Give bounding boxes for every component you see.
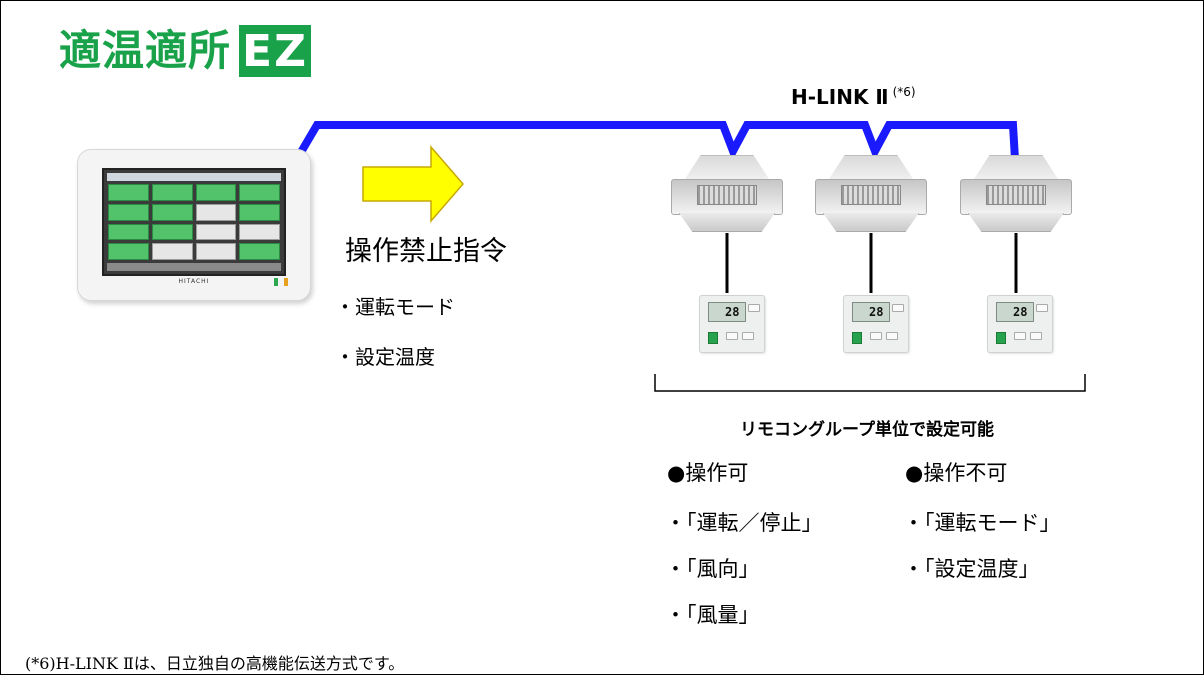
remote-temperature: 28 bbox=[869, 305, 884, 319]
product-logo: 適温適所 EZ bbox=[59, 21, 312, 81]
remote-controller: 28 bbox=[699, 295, 765, 353]
allowed-item-run-stop: ・「運転／停止」 bbox=[665, 511, 823, 535]
footnote: (*6)H-LINK Ⅱは、日立独自の高機能伝送方式です。 bbox=[25, 654, 405, 673]
indoor-unit bbox=[958, 155, 1074, 233]
allowed-item-direction: ・「風向」 bbox=[665, 557, 760, 581]
prohibited-heading: ●操作不可 bbox=[905, 461, 1008, 485]
group-bracket bbox=[654, 374, 1086, 392]
remote-controller: 28 bbox=[987, 295, 1053, 353]
indoor-unit bbox=[669, 155, 785, 233]
command-item-mode: ・運転モード bbox=[335, 295, 455, 319]
command-title: 操作禁止指令 bbox=[345, 236, 507, 267]
command-item-temperature: ・設定温度 bbox=[335, 345, 435, 369]
h-link-bus-line bbox=[293, 121, 1019, 162]
controller-leds bbox=[274, 278, 288, 286]
logo-badge: EZ bbox=[239, 25, 312, 77]
network-label: H-LINK Ⅱ(*6) bbox=[791, 85, 916, 109]
controller-screen bbox=[102, 168, 286, 276]
controller-tile-grid bbox=[108, 184, 280, 260]
remote-controller: 28 bbox=[843, 295, 909, 353]
controller-brand: HITACHI bbox=[178, 278, 210, 285]
prohibited-item-mode: ・「運転モード」 bbox=[903, 511, 1061, 535]
logo-text: 適温適所 bbox=[59, 26, 232, 75]
remote-temperature: 28 bbox=[1013, 305, 1028, 319]
group-caption: リモコングループ単位で設定可能 bbox=[740, 420, 994, 440]
central-controller-device: HITACHI bbox=[77, 149, 311, 301]
allowed-item-volume: ・「風量」 bbox=[665, 603, 760, 627]
indoor-unit bbox=[813, 155, 929, 233]
remote-temperature: 28 bbox=[725, 305, 740, 319]
prohibited-item-temperature: ・「設定温度」 bbox=[903, 557, 1040, 581]
allowed-heading: ●操作可 bbox=[667, 461, 749, 485]
network-footnote-mark: (*6) bbox=[892, 85, 916, 100]
network-name: H-LINK Ⅱ bbox=[791, 85, 889, 109]
command-arrow bbox=[362, 144, 464, 224]
